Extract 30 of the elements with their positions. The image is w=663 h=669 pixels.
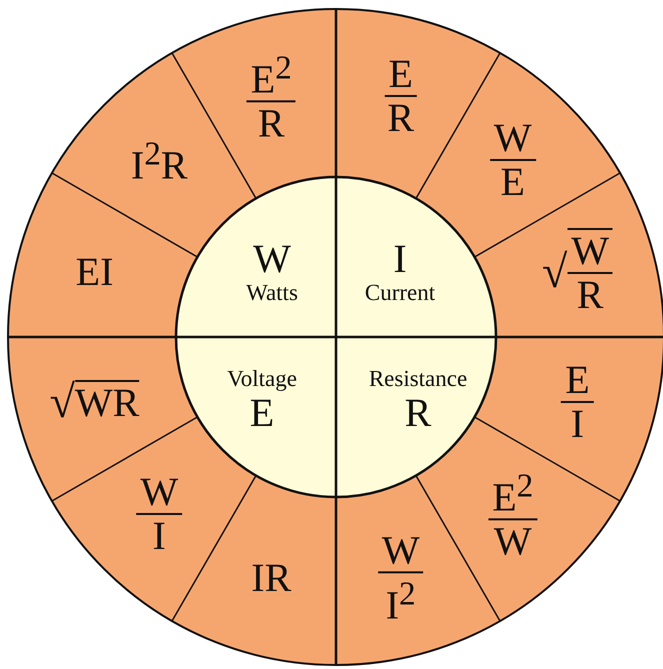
formula-denominator: I — [570, 402, 584, 445]
formula-text: WR — [74, 380, 140, 425]
formula-numerator: E$^{2}$ — [488, 465, 538, 520]
formula-numerator: E — [384, 52, 417, 97]
formula-numerator: W — [567, 230, 613, 274]
radical-sign: √ — [50, 378, 75, 425]
formula-denominator: I — [152, 514, 166, 557]
quantity-name: Watts — [246, 280, 298, 306]
radical-sign: √ — [542, 249, 568, 296]
formula-denominator: R — [576, 274, 604, 316]
formula-text: I$^{2}$R — [130, 134, 188, 187]
formula-denominator: R — [258, 102, 285, 144]
formula-text: IR — [251, 557, 292, 600]
formula-numerator: W — [136, 470, 182, 515]
formula-text: EI — [76, 251, 114, 294]
formula-denominator: E — [500, 161, 525, 204]
formula-denominator: R — [387, 96, 414, 139]
formula-numerator: W — [490, 117, 536, 162]
quantity-name: Voltage — [227, 366, 297, 392]
quantity-name: Resistance — [368, 366, 468, 392]
formula-denominator: W — [494, 520, 532, 562]
quantity-symbol: I — [393, 238, 407, 280]
formula-denominator: I$^{2}$ — [386, 574, 416, 628]
quantity-symbol: R — [404, 392, 432, 434]
quantity-symbol: E — [250, 392, 274, 434]
formula-numerator: W — [378, 530, 424, 574]
formula-numerator: E$^{2}$ — [246, 46, 296, 102]
quantity-name: Current — [364, 280, 436, 306]
quantity-symbol: W — [253, 238, 291, 280]
formula-numerator: E — [561, 358, 594, 403]
